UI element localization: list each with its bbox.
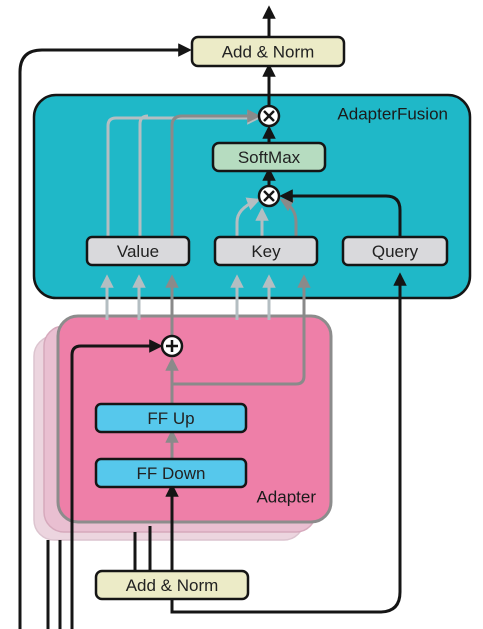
multiply-icon: [257, 184, 281, 208]
faded-input-arrows: [100, 111, 276, 320]
add-icon: [160, 334, 184, 358]
key-label: Key: [251, 242, 281, 261]
block-value: Value: [85, 235, 191, 267]
adapterfusion-title: AdapterFusion: [337, 105, 448, 124]
block-key: Key: [213, 235, 319, 267]
ff-down-label: FF Down: [137, 464, 206, 483]
block-query: Query: [341, 235, 449, 267]
ff-up-label: FF Up: [147, 409, 194, 428]
block-ff-down: FF Down: [94, 457, 248, 489]
adapter-output-arrows: [165, 109, 311, 458]
multiply-icon: [257, 104, 281, 128]
softmax-label: SoftMax: [238, 148, 301, 167]
value-label: Value: [117, 242, 159, 261]
add-norm-bottom-label: Add & Norm: [126, 576, 219, 595]
block-softmax: SoftMax: [211, 141, 327, 173]
block-add-norm-top: Add & Norm: [190, 35, 346, 68]
residual-lines: [18, 5, 407, 629]
block-add-norm-bottom: Add & Norm: [94, 569, 250, 601]
adapter-title: Adapter: [256, 488, 316, 507]
block-ff-up: FF Up: [94, 402, 248, 434]
add-norm-top-label: Add & Norm: [222, 43, 315, 62]
query-label: Query: [372, 242, 419, 261]
adapterfusion-region: [32, 93, 472, 300]
